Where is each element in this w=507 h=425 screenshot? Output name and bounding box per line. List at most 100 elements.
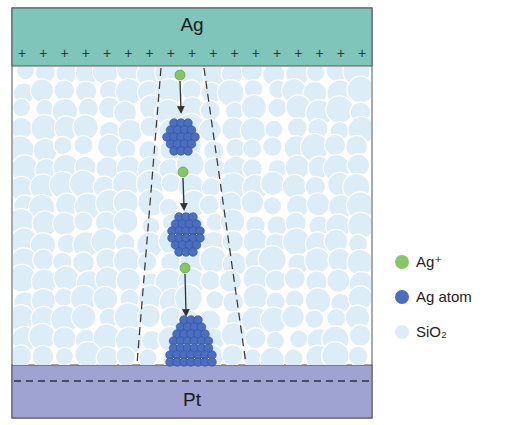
sio2-particle bbox=[54, 266, 79, 291]
sio2-particle bbox=[263, 197, 281, 215]
sio2-particle bbox=[306, 67, 325, 82]
legend-dot bbox=[395, 290, 409, 304]
ag-atom bbox=[208, 358, 217, 367]
sio2-particle bbox=[327, 269, 350, 292]
sio2-particle bbox=[204, 158, 225, 179]
sio2-particle bbox=[138, 252, 157, 271]
positive-charge: + bbox=[60, 46, 68, 60]
sio2-particle bbox=[198, 344, 223, 365]
legend-text: SiO₂ bbox=[416, 323, 447, 341]
sio2-particle bbox=[30, 79, 53, 102]
sio2-particle bbox=[93, 286, 118, 311]
sio2-particle bbox=[116, 347, 135, 365]
ag-atom bbox=[189, 248, 198, 257]
sio2-particle bbox=[349, 325, 371, 347]
sio2-particle bbox=[206, 291, 224, 309]
electrode-name: Pt bbox=[12, 389, 372, 411]
legend-dot bbox=[395, 325, 409, 339]
sio2-particle bbox=[265, 120, 283, 138]
ag-atom bbox=[184, 147, 193, 156]
positive-charge: + bbox=[273, 46, 281, 60]
sio2-particle bbox=[140, 117, 160, 137]
positive-charge: + bbox=[39, 46, 47, 60]
positive-charge: + bbox=[209, 46, 217, 60]
positive-charge: + bbox=[252, 46, 260, 60]
legend-text: Ag atom bbox=[416, 288, 472, 306]
positive-charge: + bbox=[358, 46, 366, 60]
device-frame bbox=[12, 8, 372, 418]
sio2-particle bbox=[241, 95, 266, 120]
sio2-particle bbox=[32, 345, 54, 365]
sio2-particle bbox=[261, 171, 285, 195]
sio2-particle bbox=[305, 310, 324, 329]
legend-swatch bbox=[394, 254, 410, 270]
sio2-particle bbox=[243, 285, 268, 310]
sio2-particle bbox=[282, 305, 305, 328]
sio2-particle bbox=[53, 327, 76, 350]
sio2-particle bbox=[53, 212, 76, 235]
electrode-name: Ag bbox=[12, 14, 372, 36]
sio2-particle bbox=[13, 345, 32, 365]
sio2-particle bbox=[260, 347, 285, 365]
ag-ion bbox=[178, 167, 188, 177]
positive-charge: + bbox=[337, 46, 345, 60]
positive-charge: + bbox=[124, 46, 132, 60]
ag-ion bbox=[175, 70, 185, 80]
sio2-particle bbox=[175, 284, 203, 312]
sio2-particle bbox=[200, 246, 227, 273]
sio2-particle bbox=[284, 268, 305, 289]
sio2-particle bbox=[114, 209, 138, 233]
sio2-particle bbox=[13, 98, 31, 116]
sio2-particle bbox=[71, 305, 96, 330]
sio2-particle bbox=[266, 331, 284, 349]
pt-electrode-label: Pt bbox=[12, 365, 372, 418]
legend-swatch bbox=[394, 324, 410, 340]
sio2-particle bbox=[221, 323, 246, 348]
sio2-particle bbox=[74, 212, 93, 231]
sio2-particle bbox=[96, 347, 118, 365]
sio2-particle bbox=[307, 193, 330, 216]
sio2-particle bbox=[161, 174, 180, 193]
sio2-particle bbox=[268, 98, 287, 117]
sio2-particle bbox=[324, 134, 345, 155]
sio2-particle bbox=[284, 349, 303, 365]
sio2-particle bbox=[282, 174, 306, 198]
sio2-particle bbox=[347, 76, 371, 103]
legend-text: Ag⁺ bbox=[416, 253, 442, 271]
sio2-particle bbox=[326, 96, 354, 124]
positive-charge: + bbox=[294, 46, 302, 60]
sio2-particle bbox=[54, 136, 72, 154]
filament-boundary bbox=[204, 68, 246, 364]
drift-arrow bbox=[183, 178, 184, 207]
legend-swatch bbox=[394, 289, 410, 305]
drift-arrow bbox=[185, 274, 186, 313]
sio2-particle bbox=[347, 154, 369, 176]
positive-charge: + bbox=[230, 46, 238, 60]
sio2-particle bbox=[54, 80, 75, 101]
sio2-particle bbox=[245, 328, 266, 349]
ag-electrode bbox=[12, 8, 372, 66]
sio2-particle bbox=[55, 347, 73, 365]
sio2-particle bbox=[243, 139, 262, 158]
drift-arrow bbox=[180, 81, 181, 110]
sio2-particle bbox=[287, 118, 307, 138]
sio2-particle bbox=[138, 349, 156, 365]
positive-charge: + bbox=[103, 46, 111, 60]
sio2-particle bbox=[348, 346, 368, 365]
negative-charge-line bbox=[14, 380, 370, 381]
positive-charge: + bbox=[18, 46, 26, 60]
positive-charge: + bbox=[82, 46, 90, 60]
sio2-particle bbox=[263, 137, 283, 157]
sio2-particle bbox=[199, 119, 221, 141]
sio2-particle bbox=[243, 349, 261, 365]
sio2-particle bbox=[33, 249, 54, 270]
ag-ion bbox=[180, 263, 190, 273]
positive-charge: + bbox=[188, 46, 196, 60]
ion-flow bbox=[163, 70, 217, 366]
sio2-particle bbox=[223, 292, 244, 313]
sio2-particles bbox=[13, 67, 371, 365]
positive-charge: + bbox=[315, 46, 323, 60]
filament-boundary bbox=[137, 68, 161, 364]
sio2-particle bbox=[327, 309, 346, 328]
